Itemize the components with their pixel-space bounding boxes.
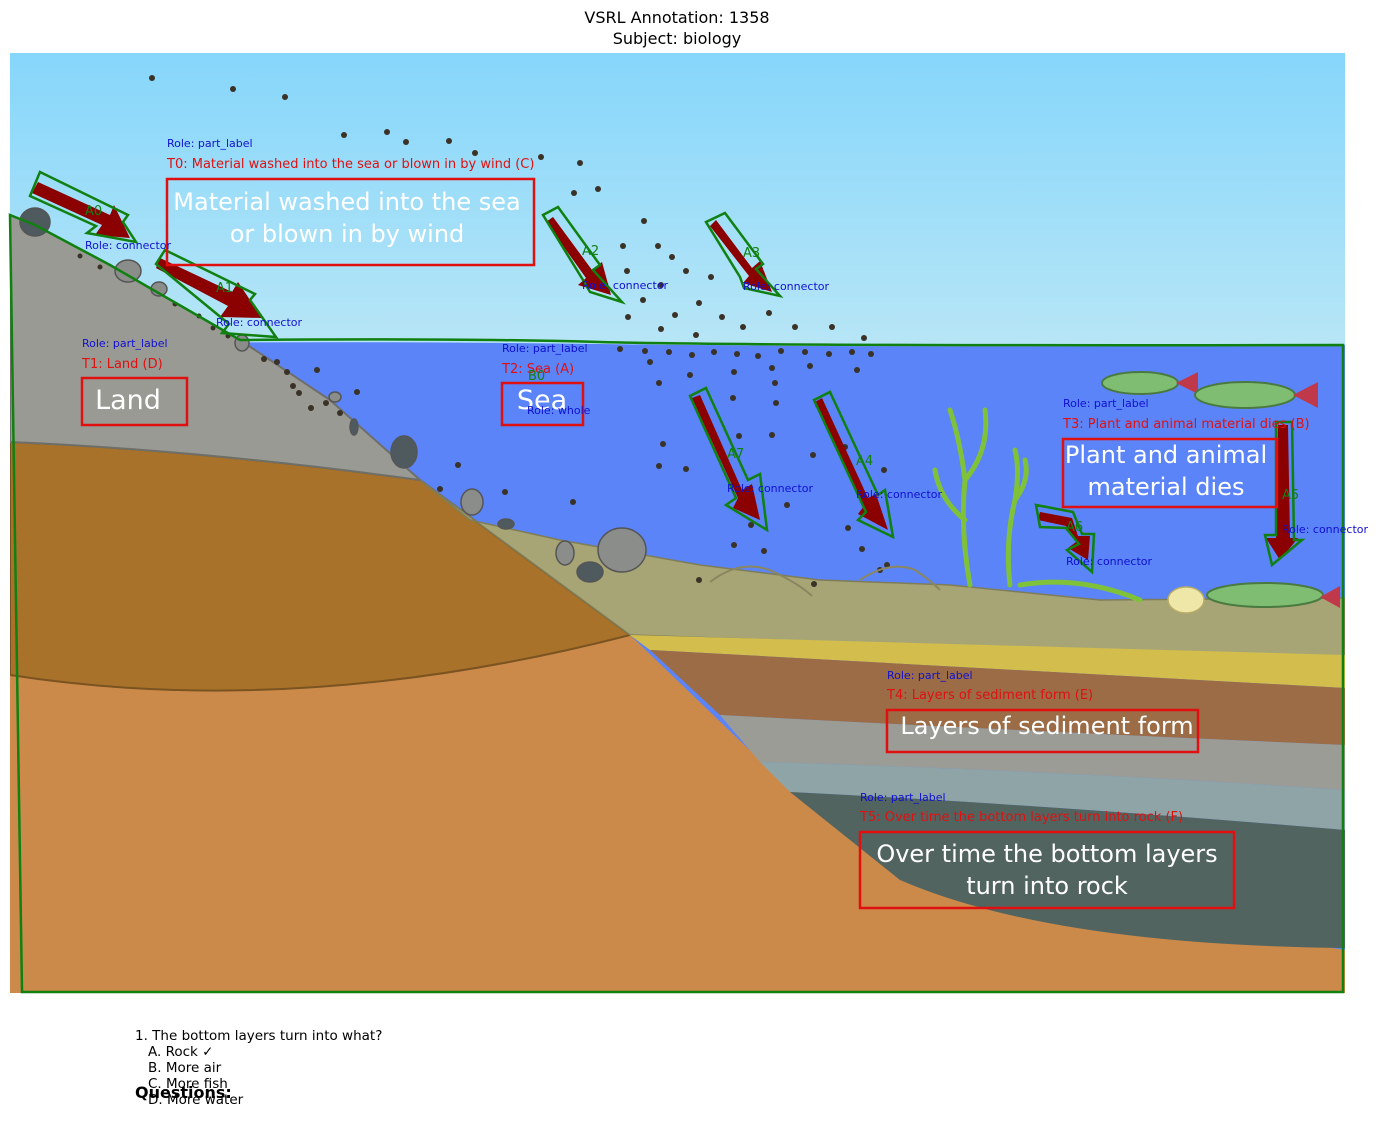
arrow-red-a3	[710, 220, 772, 292]
box-t0	[165, 177, 536, 267]
arrow-red-a7	[692, 395, 760, 520]
role-a2: Role: connector	[582, 279, 668, 292]
seaweed	[932, 407, 1143, 603]
annotation-texts: Role: part_label T0: Material washed int…	[81, 137, 1368, 825]
outline-a5	[1263, 420, 1306, 568]
arrow-red-a6	[1038, 512, 1090, 560]
role-t0: Role: part_label	[167, 137, 253, 150]
role-a0: Role: connector	[85, 239, 171, 252]
question-block: 1. The bottom layers turn into what? A. …	[135, 1028, 382, 1108]
rock-label-line1: Over time the bottom layers	[876, 840, 1217, 868]
arrow-red-a4	[815, 398, 888, 530]
material-label-line1: Material washed into the sea	[173, 188, 520, 216]
label-t4: T4: Layers of sediment form (E)	[886, 688, 1093, 703]
id-a7: A7	[727, 447, 744, 462]
id-a2: A2	[582, 244, 599, 259]
role-a7: Role: connector	[727, 482, 813, 495]
outline-a0	[28, 170, 139, 244]
rock-label-line2: turn into rock	[966, 872, 1128, 900]
role-t1: Role: part_label	[82, 337, 168, 350]
role-b0: Role: whole	[527, 404, 591, 417]
box-t1	[80, 376, 189, 427]
id-a4: A4	[856, 454, 873, 469]
role-a6: Role: connector	[1066, 555, 1152, 568]
id-a6: A6	[1066, 520, 1083, 535]
red-arrows	[32, 182, 1298, 560]
material-label-line2: or blown in by wind	[230, 220, 465, 248]
outline-a3	[704, 211, 784, 299]
page-subtitle: Subject: biology	[612, 29, 742, 48]
id-a5: A5	[1282, 488, 1299, 503]
role-t2: Role: part_label	[502, 342, 588, 355]
outline-a6	[1034, 503, 1096, 575]
role-t3: Role: part_label	[1063, 397, 1149, 410]
label-t1: T1: Land (D)	[81, 357, 163, 372]
land-label: Land	[95, 385, 161, 416]
box-t4	[885, 708, 1200, 754]
outline-a2	[541, 205, 627, 305]
outline-a4	[812, 390, 895, 540]
dune-right	[859, 565, 941, 591]
label-t5: T5: Over time the bottom layers turn int…	[859, 810, 1183, 825]
bluegrey-sediment	[760, 762, 1345, 830]
plant-label-line2: material dies	[1088, 473, 1245, 501]
id-a0: A0	[85, 204, 102, 219]
box-t5	[858, 830, 1236, 910]
id-b0: B0	[528, 369, 545, 384]
label-t2: T2: Sea (A)	[501, 362, 574, 377]
layers-label: Layers of sediment form	[900, 712, 1193, 740]
outline-a1	[154, 248, 279, 339]
yellow-sediment	[630, 635, 1345, 688]
figure-labels: Material washed into the sea or blown in…	[95, 188, 1267, 900]
option-c: C. More fish	[148, 1076, 228, 1092]
role-t4: Role: part_label	[887, 669, 973, 682]
arrow-red-a5	[1266, 425, 1298, 560]
arrow-red-a1	[156, 258, 262, 318]
role-a3: Role: connector	[743, 280, 829, 293]
question-text: 1. The bottom layers turn into what?	[135, 1028, 383, 1044]
page-title: VSRL Annotation: 1358	[584, 8, 770, 27]
id-a3: A3	[743, 246, 760, 261]
diagram-canvas: Material washed into the sea or blown in…	[8, 53, 1368, 994]
rocks	[19, 207, 647, 583]
label-t3: T3: Plant and animal material dies (B)	[1062, 417, 1310, 432]
role-t5: Role: part_label	[860, 791, 946, 804]
sea-label: Sea	[517, 385, 567, 416]
role-a4: Role: connector	[856, 488, 942, 501]
brown-sediment	[650, 650, 1345, 745]
option-a: A. Rock ✓	[148, 1044, 214, 1060]
annotation-boxes	[80, 177, 1279, 910]
box-t2	[500, 381, 585, 427]
background-illustration	[10, 53, 1345, 993]
outline-a7	[688, 386, 769, 533]
annotation-outlines	[8, 170, 1345, 994]
falling-particles	[77, 75, 890, 587]
box-t3	[1061, 437, 1279, 509]
option-d: D. More water	[148, 1092, 244, 1108]
questions-heading: Questions:	[135, 1083, 232, 1102]
fish-group	[1101, 371, 1340, 614]
dune-left	[709, 565, 813, 597]
arrow-red-a2	[546, 217, 611, 295]
outline-b0	[8, 213, 1345, 994]
label-t0: T0: Material washed into the sea or blow…	[166, 157, 534, 172]
option-b: B. More air	[148, 1060, 222, 1076]
role-a5: Role: connector	[1282, 523, 1368, 536]
id-a1: A1	[216, 281, 233, 296]
role-a1: Role: connector	[216, 316, 302, 329]
arrow-red-a0	[32, 182, 130, 238]
plant-label-line1: Plant and animal	[1065, 441, 1267, 469]
